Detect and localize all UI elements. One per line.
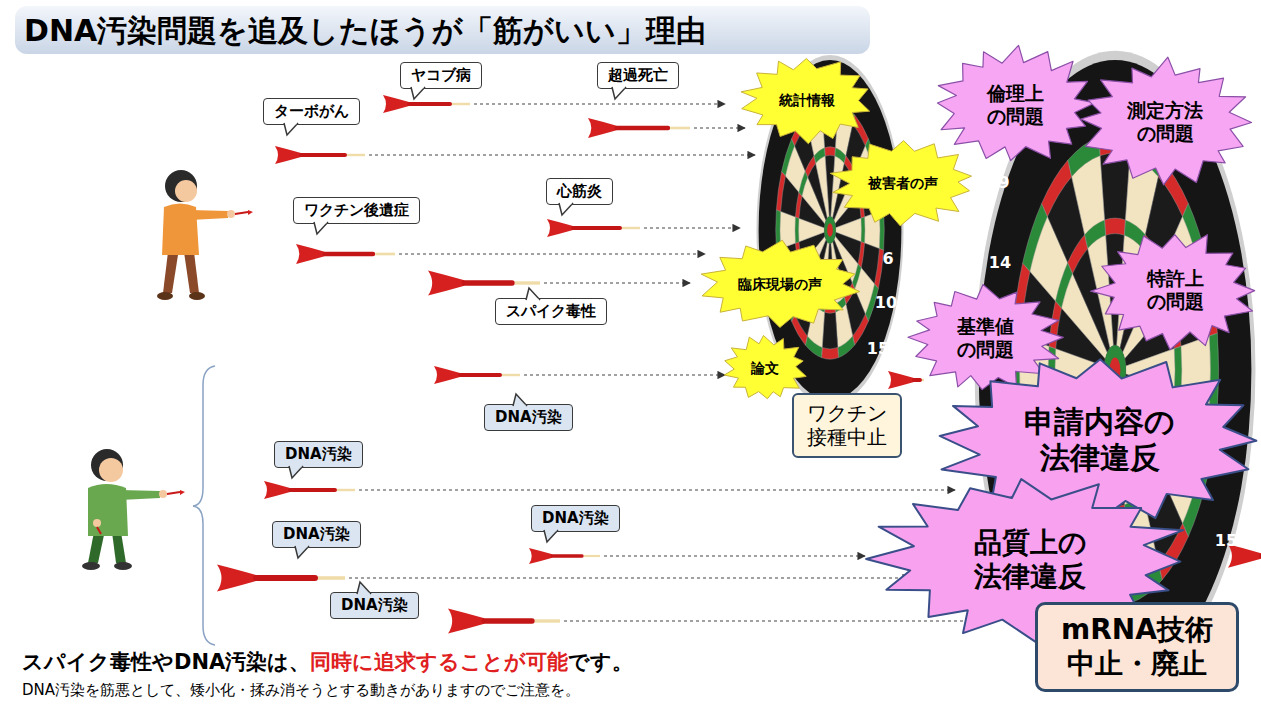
dart: [434, 366, 520, 384]
dart-callout: スパイク毒性: [495, 298, 607, 325]
conclusion-text: スパイク毒性やDNA汚染は、: [22, 648, 310, 676]
callout-tail: [314, 222, 330, 234]
callout-tail: [357, 582, 373, 594]
dart-callout: 心筋炎: [546, 178, 613, 205]
target-text: 被害者の声: [868, 175, 938, 192]
conclusion-text: です。: [568, 648, 633, 676]
dart: [217, 565, 345, 592]
dart: [529, 548, 600, 564]
target-text: 基準値 の問題: [956, 315, 1015, 361]
target-text: 臨床現場の声: [738, 276, 822, 293]
callout-tail: [289, 466, 305, 478]
board-number: 9: [998, 173, 1009, 192]
flight-line: [544, 282, 690, 283]
target-text: 統計情報: [779, 92, 835, 109]
dart-callout: ターボがん: [263, 98, 360, 125]
callout-tail: [284, 123, 300, 135]
target-text: 倫理上 の問題: [986, 82, 1045, 128]
target-text: 測定方法 の問題: [1126, 99, 1204, 145]
callout-tail: [513, 394, 529, 406]
target-starburst: 論文: [723, 334, 808, 402]
flight-line: [474, 103, 725, 104]
woman-figure: [157, 170, 253, 300]
flight-line: [369, 154, 755, 155]
dart: [264, 481, 355, 499]
dart: [448, 608, 560, 633]
result-box: mRNA技術 中止・廃止: [1035, 602, 1239, 692]
callout-text: DNA汚染: [542, 509, 609, 528]
callout-text: ワクチン後遺症: [304, 201, 409, 220]
flight-line: [349, 577, 910, 578]
flight-line: [359, 489, 955, 490]
flight-line: [564, 620, 975, 621]
callout-text: DNA汚染: [495, 408, 562, 427]
flight-line: [644, 227, 740, 228]
callout-tail: [559, 203, 575, 215]
target-text: 特許上 の問題: [1146, 267, 1205, 313]
callout-text: 心筋炎: [557, 182, 602, 201]
target-starburst: 測定方法 の問題: [1075, 57, 1255, 187]
target-starburst: 倫理上 の問題: [930, 45, 1100, 165]
callout-tail: [411, 87, 427, 99]
dart-callout: DNA汚染: [274, 441, 363, 468]
brace: [193, 366, 215, 645]
dart-callout: DNA汚染: [330, 592, 419, 619]
callout-tail: [295, 546, 311, 558]
flight-line: [604, 555, 865, 556]
dart: [588, 118, 690, 138]
dart: [275, 146, 365, 164]
callout-text: DNA汚染: [283, 525, 350, 544]
target-text: 申請内容の 法律違反: [1023, 404, 1176, 476]
callout-tail: [612, 87, 628, 99]
target-text: 品質上の 法律違反: [973, 526, 1088, 593]
dart-callout: DNA汚染: [272, 521, 361, 548]
board-number: 15: [1215, 531, 1237, 550]
result-text: mRNA技術 中止・廃止: [1060, 613, 1214, 681]
dart: [547, 219, 640, 237]
flight-line: [399, 253, 705, 254]
board-number: 14: [989, 253, 1011, 272]
result-box: ワクチン 接種中止: [792, 393, 902, 458]
dart-callout: DNA汚染: [531, 505, 620, 532]
dart-callout: 超過死亡: [597, 62, 679, 89]
target-text: 論文: [751, 360, 779, 377]
board-number: 10: [875, 293, 897, 312]
conclusion-line: スパイク毒性やDNA汚染は、同時に追求することが可能です。: [22, 648, 633, 676]
caution-note: DNA汚染を筋悪として、矮小化・揉み消そうとする動きがありますのでご注意を。: [22, 681, 580, 700]
dart: [296, 244, 395, 264]
callout-text: ターボがん: [274, 102, 349, 121]
callout-text: ヤコブ病: [411, 66, 471, 85]
callout-text: DNA汚染: [341, 596, 408, 615]
title: DNA汚染問題を追及したほうが「筋がいい」理由: [24, 11, 706, 52]
target-starburst: 特許上 の問題: [1090, 230, 1260, 350]
title-band: [15, 6, 870, 54]
callout-tail: [544, 530, 560, 542]
target-starburst: 被害者の声: [828, 139, 978, 227]
callout-tail: [526, 288, 542, 300]
dart: [888, 371, 924, 389]
dart: [428, 270, 540, 295]
callout-text: スパイク毒性: [506, 302, 596, 321]
flight-line: [694, 127, 745, 128]
flight-line: [524, 374, 725, 375]
result-text: ワクチン 接種中止: [806, 401, 888, 450]
dart-callout: ワクチン後遺症: [293, 197, 420, 224]
dart: [383, 95, 470, 113]
man-figure: [82, 449, 185, 570]
board-number: 6: [882, 249, 893, 268]
callout-text: DNA汚染: [285, 445, 352, 464]
dart-callout: ヤコブ病: [400, 62, 482, 89]
board-number: 15: [867, 339, 889, 358]
callout-text: 超過死亡: [608, 66, 668, 85]
emphasis-text: 同時に追求することが可能: [310, 648, 568, 676]
target-starburst: 臨床現場の声: [695, 238, 865, 330]
dart-callout: DNA汚染: [484, 404, 573, 431]
target-starburst: 統計情報: [737, 56, 877, 144]
